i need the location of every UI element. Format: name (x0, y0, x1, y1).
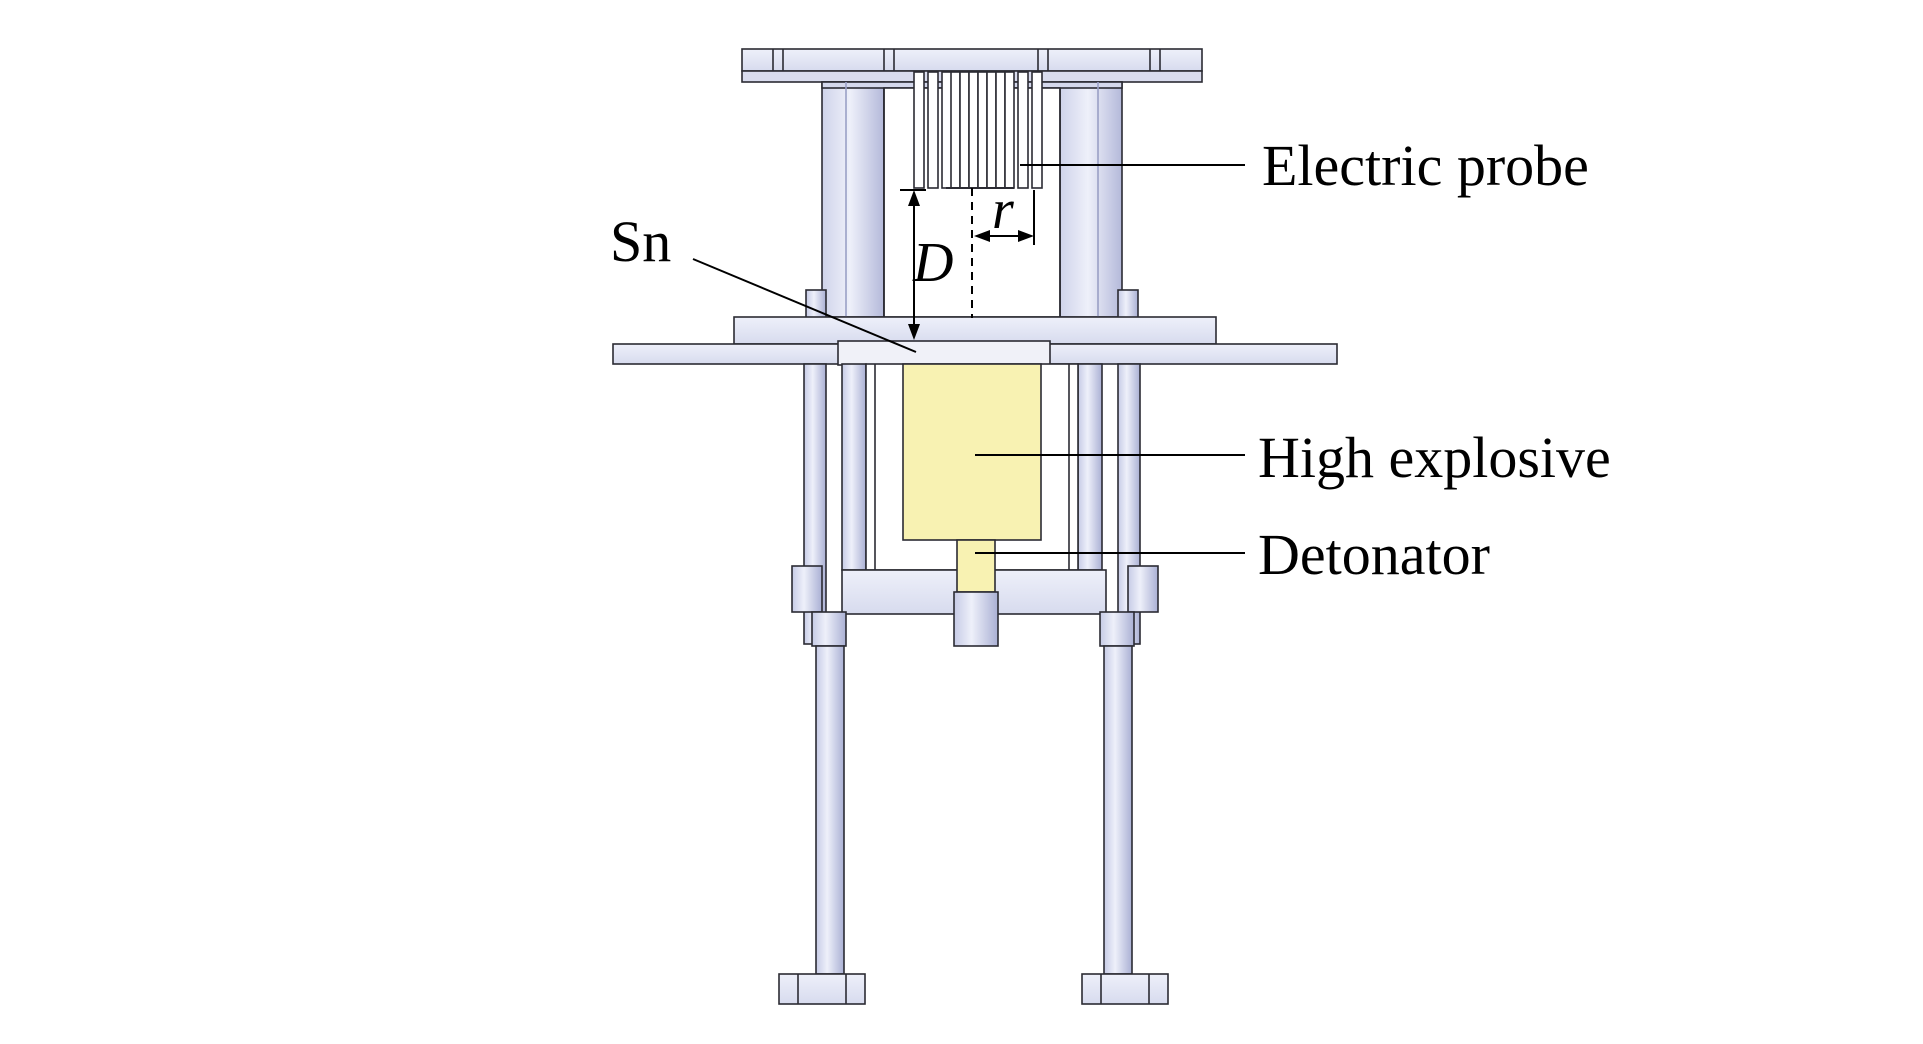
dimension-annotations (900, 188, 1035, 340)
leg-sleeves (811, 611, 1135, 647)
feet (778, 973, 1169, 1005)
detonator-label: Detonator (1258, 522, 1490, 587)
leader-lines (692, 164, 1245, 554)
electric-probe-label: Electric probe (1262, 133, 1589, 198)
legs (815, 645, 1133, 975)
standoff-symbol: D (912, 232, 953, 294)
detonator-holder (953, 591, 999, 647)
detonator (956, 539, 996, 593)
high-explosive-label: High explosive (1258, 425, 1611, 490)
sn-plate (837, 340, 1051, 366)
high-explosive-charge (902, 363, 1042, 541)
radius-symbol: r (992, 179, 1014, 241)
electric-probe-array (913, 71, 1043, 189)
sn-label: Sn (610, 209, 671, 274)
sn-leader (692, 258, 917, 353)
